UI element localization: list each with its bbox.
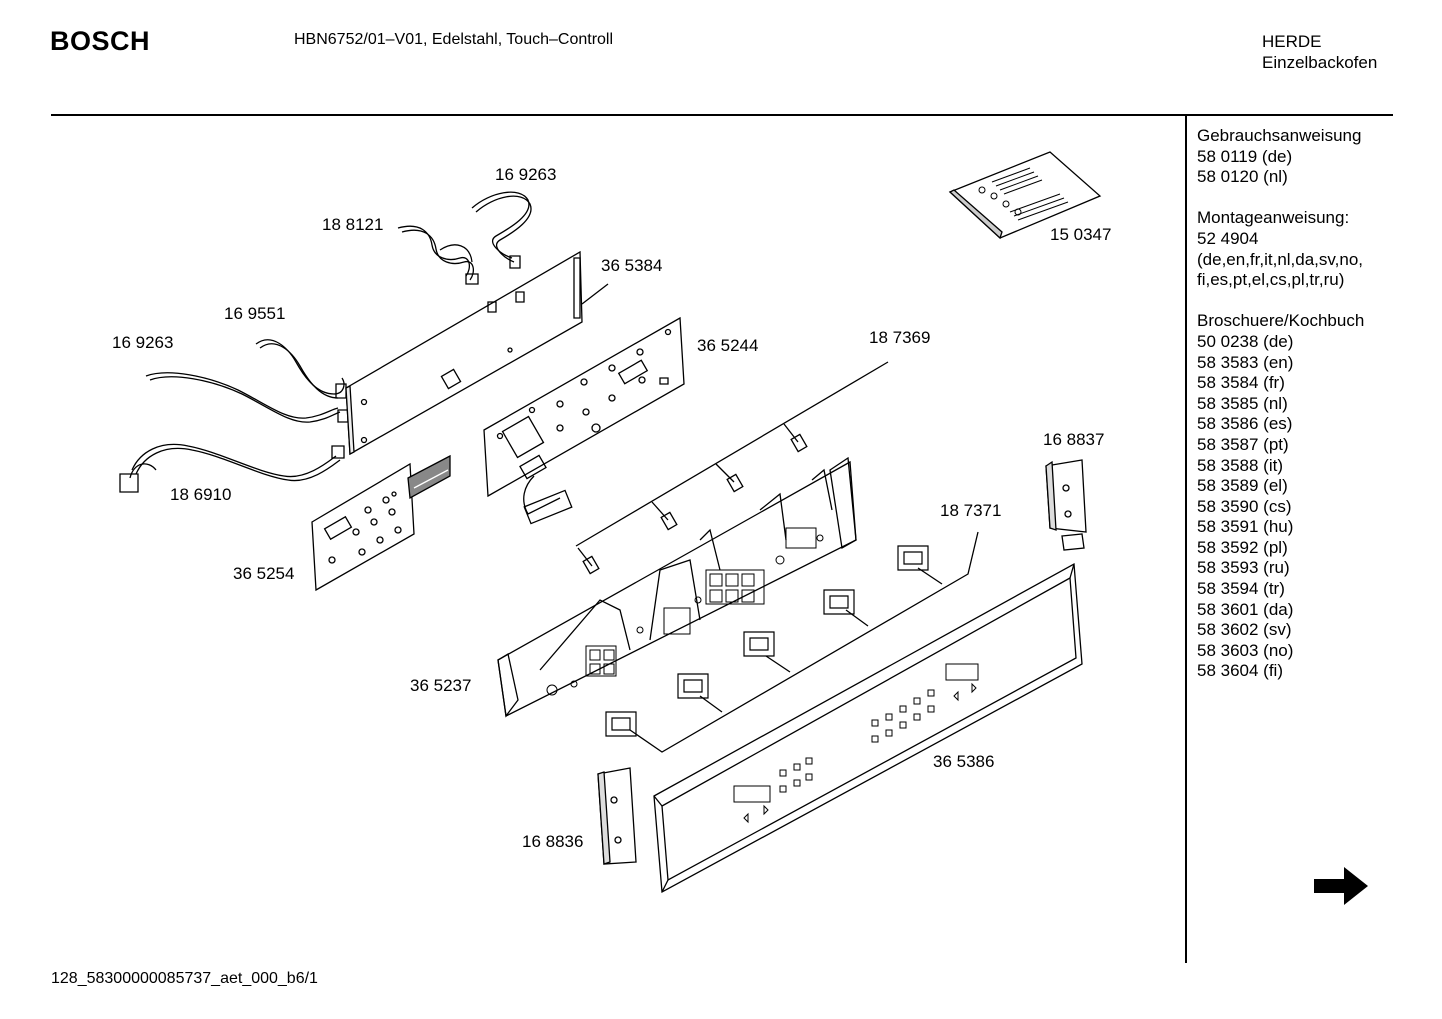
doc-line: 58 0119 (de) bbox=[1197, 146, 1293, 166]
document-list: Gebrauchsanweisung 58 0119 (de) 58 0120 … bbox=[1197, 126, 1364, 703]
doc-line: 58 3591 (hu) bbox=[1197, 517, 1294, 537]
bracket-168836 bbox=[598, 768, 636, 864]
part-label: 16 9263 bbox=[495, 165, 557, 184]
doc-line: 58 3603 (no) bbox=[1197, 640, 1294, 660]
brand-logo: BOSCH bbox=[50, 26, 151, 56]
part-label: 36 5386 bbox=[933, 752, 995, 771]
light-guides-187369 bbox=[576, 362, 888, 574]
part-label: 18 7371 bbox=[940, 501, 1002, 520]
doc-line: 58 3584 (fr) bbox=[1197, 373, 1285, 393]
doc-line: 58 3590 (cs) bbox=[1197, 496, 1292, 516]
part-label: 18 6910 bbox=[170, 485, 232, 504]
category-line1: HERDE bbox=[1262, 32, 1322, 51]
part-label: 15 0347 bbox=[1050, 225, 1112, 244]
doc-line: 58 3604 (fi) bbox=[1197, 661, 1283, 681]
doc-line: 58 3589 (el) bbox=[1197, 476, 1288, 496]
harness-188121 bbox=[398, 226, 478, 284]
part-label: 18 8121 bbox=[322, 215, 384, 234]
board-365254 bbox=[312, 456, 450, 590]
header-rule bbox=[51, 114, 1393, 116]
sidebar-divider bbox=[1185, 116, 1187, 963]
doc-line: 58 3586 (es) bbox=[1197, 414, 1293, 434]
doc-line: 58 3601 (da) bbox=[1197, 599, 1294, 619]
harness-169551 bbox=[256, 340, 346, 398]
part-label: 36 5384 bbox=[601, 256, 663, 275]
doc-line: fi,es,pt,el,cs,pl,tr,ru) bbox=[1197, 270, 1345, 290]
part-label: 16 8837 bbox=[1043, 430, 1105, 449]
touch-switches-187371 bbox=[606, 532, 978, 752]
part-label: 16 9263 bbox=[112, 333, 174, 352]
doc-line: 58 3585 (nl) bbox=[1197, 393, 1288, 413]
doc-line: 58 3588 (it) bbox=[1197, 455, 1283, 475]
doc-line: 50 0238 (de) bbox=[1197, 331, 1294, 351]
category-line2: Einzelbackofen bbox=[1262, 53, 1378, 72]
harness-169263-left bbox=[146, 373, 348, 422]
doc-line: (de,en,fr,it,nl,da,sv,no, bbox=[1197, 249, 1363, 269]
doc-line: 58 3593 (ru) bbox=[1197, 558, 1290, 578]
part-label: 16 8836 bbox=[522, 832, 584, 851]
bracket-168837 bbox=[1046, 460, 1086, 550]
control-panel-365386 bbox=[654, 564, 1082, 892]
arrow-right-icon[interactable] bbox=[1314, 865, 1370, 907]
group-user-manual: Gebrauchsanweisung 58 0119 (de) 58 0120 … bbox=[1197, 126, 1364, 188]
doc-line: 52 4904 bbox=[1197, 228, 1259, 248]
exploded-parts-diagram bbox=[0, 0, 1180, 960]
doc-line: 58 3602 (sv) bbox=[1197, 620, 1292, 640]
holder-frame-365237 bbox=[498, 458, 856, 716]
group-heading: Montageanweisung: bbox=[1197, 208, 1350, 228]
group-heading: Gebrauchsanweisung bbox=[1197, 126, 1362, 145]
category-block: HERDE Einzelbackofen bbox=[1262, 31, 1377, 73]
harness-186910 bbox=[120, 444, 344, 492]
document-id: 128_58300000085737_aet_000_b6/1 bbox=[51, 970, 318, 987]
part-label: 36 5244 bbox=[697, 336, 759, 355]
doc-line: 58 3592 (pl) bbox=[1197, 537, 1288, 557]
part-label: 36 5254 bbox=[233, 564, 295, 583]
doc-line: 58 3583 (en) bbox=[1197, 352, 1294, 372]
screw-bag-150347 bbox=[950, 152, 1100, 238]
group-installation: Montageanweisung: 52 4904 (de,en,fr,it,n… bbox=[1197, 208, 1364, 290]
doc-line: 58 3594 (tr) bbox=[1197, 579, 1285, 599]
group-brochure: Broschuere/Kochbuch 50 0238 (de) 58 3583… bbox=[1197, 311, 1364, 682]
group-heading: Broschuere/Kochbuch bbox=[1197, 311, 1365, 331]
doc-line: 58 0120 (nl) bbox=[1197, 167, 1288, 187]
harness-169263-top bbox=[472, 192, 531, 268]
part-label: 36 5237 bbox=[410, 676, 472, 695]
board-365244 bbox=[484, 318, 684, 524]
board-365384 bbox=[346, 252, 608, 454]
part-label: 18 7369 bbox=[869, 328, 931, 347]
model-title: HBN6752/01–V01, Edelstahl, Touch–Control… bbox=[294, 31, 614, 48]
part-label: 16 9551 bbox=[224, 304, 286, 323]
doc-line: 58 3587 (pt) bbox=[1197, 434, 1289, 454]
